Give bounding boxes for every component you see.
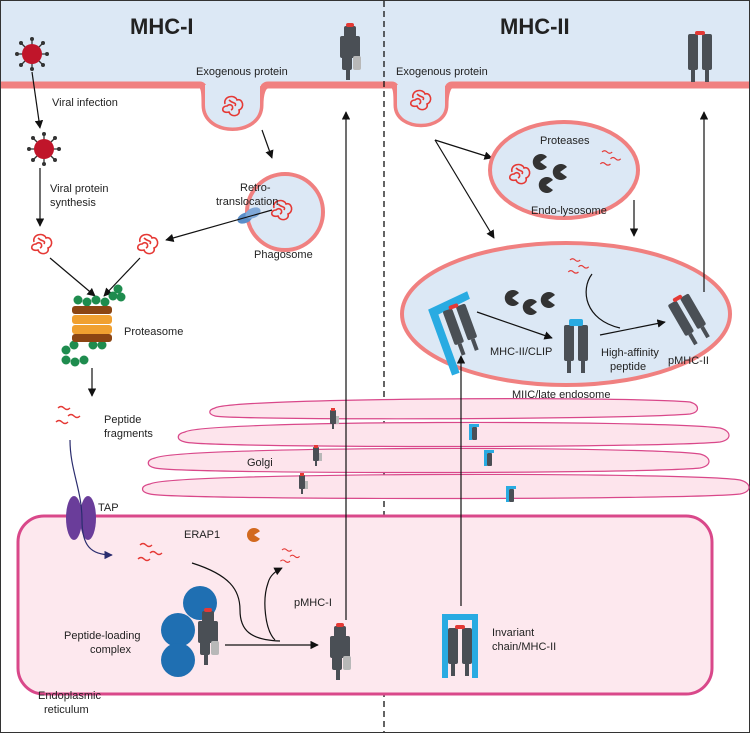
- label-pmhc-ii: pMHC-II: [668, 355, 709, 367]
- virus-icon-extracellular: [14, 36, 50, 72]
- label-erap1: ERAP1: [184, 529, 220, 541]
- endoplasmic-reticulum: [16, 514, 714, 696]
- label-exogenous-protein-right: Exogenous protein: [396, 66, 488, 78]
- golgi-apparatus: [141, 398, 750, 500]
- label-pmhc-i: pMHC-I: [294, 597, 332, 609]
- label-complex: complex: [90, 644, 131, 656]
- label-tap: TAP: [98, 502, 119, 514]
- label-exogenous-protein-left: Exogenous protein: [196, 66, 288, 78]
- label-viral-infection: Viral infection: [52, 97, 118, 109]
- label-peptide-loading: Peptide-loading: [64, 630, 140, 642]
- label-phagosome: Phagosome: [254, 249, 313, 261]
- label-retro: Retro-: [240, 182, 271, 194]
- header-mhc-i: MHC-I: [130, 14, 194, 39]
- extracellular-space: [1, 1, 749, 85]
- proteasome-icon: [61, 284, 126, 367]
- endo-lysosome: [488, 120, 640, 220]
- virus-icon-intracellular: [26, 131, 62, 167]
- label-viral-protein: Viral protein: [50, 183, 109, 195]
- label-endoplasmic: Endoplasmic: [38, 690, 101, 702]
- erap1-icon: [247, 528, 262, 542]
- label-proteasome: Proteasome: [124, 326, 183, 338]
- label-reticulum: reticulum: [44, 704, 89, 716]
- label-peptide-2: peptide: [610, 361, 646, 373]
- header-mhc-ii: MHC-II: [500, 14, 570, 39]
- miic-late-endosome: [400, 241, 732, 387]
- label-golgi: Golgi: [247, 457, 273, 469]
- label-synthesis: synthesis: [50, 197, 96, 209]
- peptide-loading-complex: [161, 586, 217, 677]
- label-endo-lysosome: Endo-lysosome: [531, 205, 607, 217]
- label-proteases: Proteases: [540, 135, 590, 147]
- label-peptide: Peptide: [104, 414, 141, 426]
- label-invariant: Invariant: [492, 627, 534, 639]
- label-chain-mhc-ii: chain/MHC-II: [492, 641, 556, 653]
- label-translocation: translocation: [216, 196, 278, 208]
- endocytic-pit-right: [397, 85, 445, 124]
- label-fragments: fragments: [104, 428, 153, 440]
- mhc-ii-clip-complex: [428, 291, 482, 376]
- invariant-chain-mhc-ii: [442, 614, 478, 678]
- label-miic: MIIC/late endosome: [512, 389, 610, 401]
- tap-transporter: [66, 496, 96, 540]
- label-mhc-ii-clip: MHC-II/CLIP: [490, 346, 552, 358]
- label-high-affinity: High-affinity: [601, 347, 659, 359]
